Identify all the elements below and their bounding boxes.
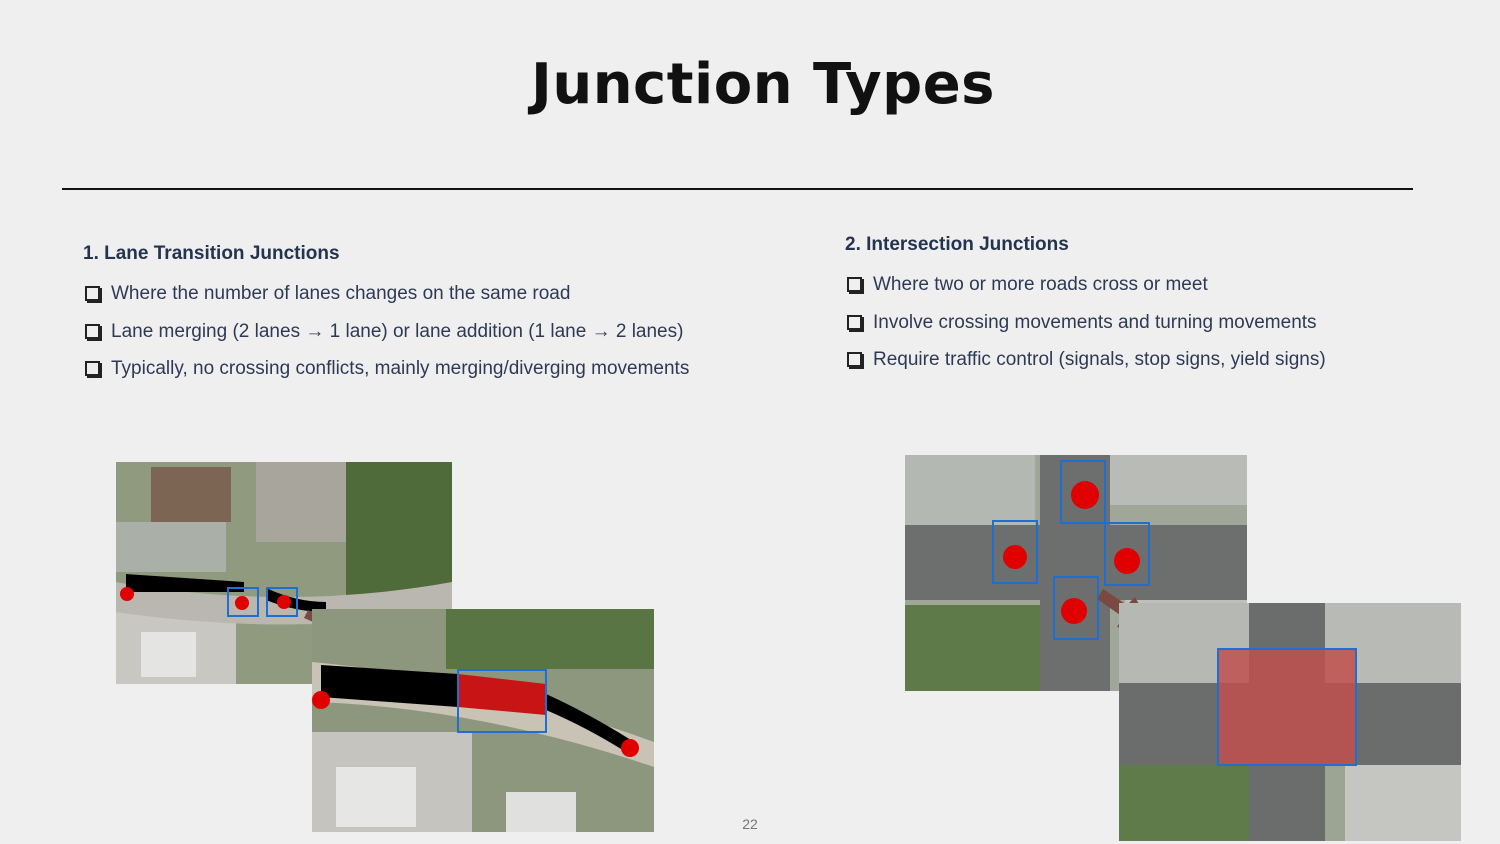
checkbox-bullet-icon — [85, 286, 100, 301]
aerial-image-detail — [312, 609, 654, 832]
lane-transition-list: Where the number of lanes changes on the… — [83, 275, 689, 388]
list-item: Require traffic control (signals, stop s… — [845, 341, 1326, 379]
checkbox-bullet-icon — [85, 323, 100, 339]
list-item: Involve crossing movements and turning m… — [845, 304, 1326, 342]
lane-transition-figure — [116, 462, 654, 832]
list-item: Typically, no crossing conflicts, mainly… — [83, 350, 689, 388]
slide-title: Junction Types — [530, 52, 996, 117]
checkbox-bullet-icon — [85, 361, 100, 376]
page-number: 22 — [742, 816, 758, 832]
checkbox-bullet-icon — [847, 277, 862, 292]
aerial-image-detail — [1119, 603, 1461, 841]
intersection-figure — [905, 455, 1461, 841]
list-item: Where the number of lanes changes on the… — [83, 275, 689, 313]
aerial-image-overview — [905, 455, 1247, 691]
checkbox-bullet-icon — [847, 314, 862, 330]
lane-transition-section: 1. Lane Transition Junctions Where the n… — [83, 243, 689, 388]
list-item: Where two or more roads cross or meet — [845, 266, 1326, 304]
lane-transition-heading: 1. Lane Transition Junctions — [83, 243, 340, 264]
intersection-list: Where two or more roads cross or meet In… — [845, 266, 1326, 379]
intersection-heading: 2. Intersection Junctions — [845, 234, 1069, 255]
checkbox-bullet-icon — [847, 352, 862, 367]
intersection-section: 2. Intersection Junctions Where two or m… — [845, 234, 1326, 379]
title-divider — [62, 188, 1413, 190]
list-item: Lane merging (2 lanes → 1 lane) or lane … — [83, 313, 689, 351]
